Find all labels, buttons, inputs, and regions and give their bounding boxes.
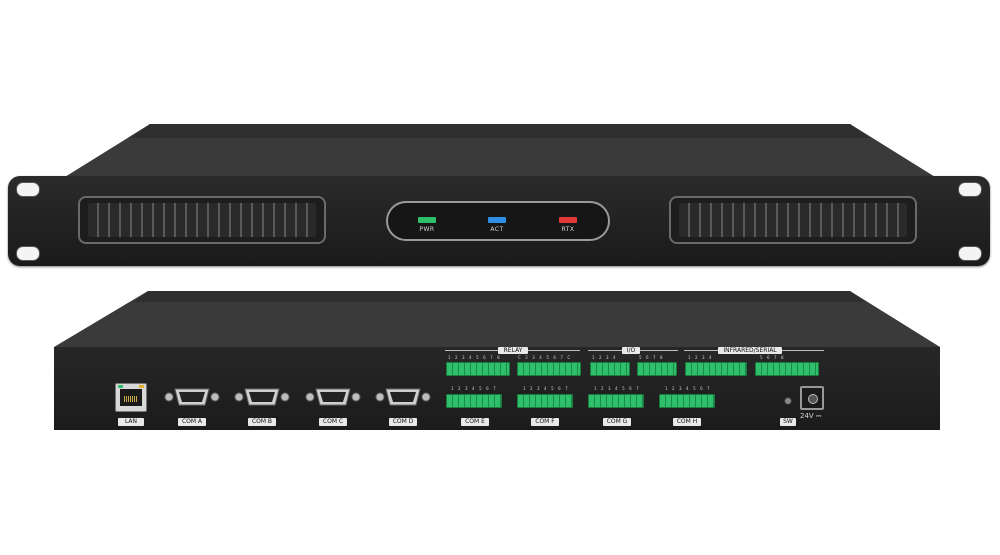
com-a-label: COM A	[178, 418, 206, 426]
io1-terminal-block[interactable]	[590, 362, 630, 376]
com-g-pin-labels: 1 2 3 4 5 6 7	[594, 386, 641, 391]
com-d-label: COM D	[389, 418, 417, 426]
com-f-pin-labels: 1 2 3 4 5 6 7	[523, 386, 570, 391]
com-g-terminal-block[interactable]	[588, 394, 644, 408]
rtx-led	[559, 217, 577, 223]
com-c-label: COM C	[319, 418, 347, 426]
power-switch-label: SW	[780, 418, 796, 426]
front-mount-hole-tr	[958, 182, 982, 197]
rtx-led-label: RTX	[561, 226, 575, 233]
lan-port-label: LAN	[118, 418, 144, 426]
lan-port[interactable]	[115, 383, 147, 412]
io2-terminal-block[interactable]	[637, 362, 677, 376]
relay2-terminal-block[interactable]	[517, 362, 581, 376]
com-c-serial-port[interactable]	[305, 386, 361, 408]
com-e-label: COM E	[461, 418, 489, 426]
pwr-led-label: PWR	[419, 226, 435, 233]
pwr-led	[418, 217, 436, 223]
relay2-pin-labels: C 2 3 4 5 6 7 C	[518, 355, 572, 360]
relay1-terminal-block[interactable]	[446, 362, 510, 376]
front-mount-hole-bl	[16, 246, 40, 261]
com-g-label: COM G	[603, 418, 631, 426]
com-b-label: COM B	[248, 418, 276, 426]
io-group-label: I/O	[622, 347, 640, 354]
power-switch[interactable]	[784, 397, 792, 405]
relay1-pin-labels: 1 2 3 4 5 6 7 8	[448, 355, 502, 360]
com-f-label: COM F	[531, 418, 559, 426]
dc-power-jack[interactable]	[800, 386, 824, 410]
rear-top-shade	[134, 291, 866, 302]
rear-top-panel	[54, 291, 940, 347]
relay-group-label: RELAY	[498, 347, 528, 354]
dc-power-label: 24V ⎓	[800, 412, 822, 420]
com-b-serial-port[interactable]	[234, 386, 290, 408]
ir1-terminal-block[interactable]	[685, 362, 747, 376]
com-h-label: COM H	[673, 418, 701, 426]
com-e-pin-labels: 1 2 3 4 5 6 7	[451, 386, 498, 391]
com-a-serial-port[interactable]	[164, 386, 220, 408]
front-mount-hole-tl	[16, 182, 40, 197]
front-vent-left	[78, 196, 326, 244]
front-vent-right	[669, 196, 917, 244]
act-led	[488, 217, 506, 223]
com-d-serial-port[interactable]	[375, 386, 431, 408]
front-top-shade	[130, 124, 870, 138]
front-mount-hole-br	[958, 246, 982, 261]
ir1-pin-labels: 1 2 3 4	[688, 355, 714, 360]
ir2-pin-labels: 5 6 7 8	[760, 355, 786, 360]
io1-pin-labels: 1 2 3 4	[592, 355, 618, 360]
io2-pin-labels: 5 6 7 8	[639, 355, 665, 360]
com-h-terminal-block[interactable]	[659, 394, 715, 408]
com-h-pin-labels: 1 2 3 4 5 6 7	[665, 386, 712, 391]
infrared-group-label: INFRARED/SERIAL	[718, 347, 782, 354]
com-f-terminal-block[interactable]	[517, 394, 573, 408]
act-led-label: ACT	[490, 226, 504, 233]
ir2-terminal-block[interactable]	[755, 362, 819, 376]
com-e-terminal-block[interactable]	[446, 394, 502, 408]
